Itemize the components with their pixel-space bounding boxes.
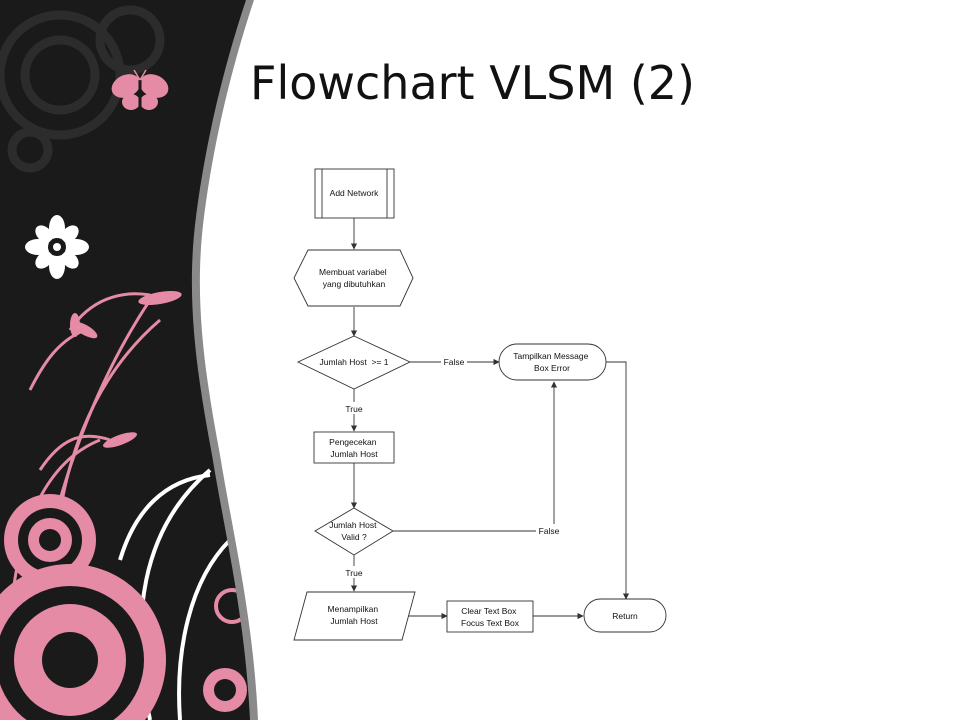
edge-label-false-1: False	[444, 357, 465, 367]
svg-text:Membuat variabel yang: Membuat variabel yang dibutuhkan	[319, 267, 389, 289]
node-jumlah-host-check: Jumlah Host >= 1	[296, 335, 412, 390]
node-add-network: Add Network	[314, 168, 395, 219]
connector-error-to-return	[606, 361, 630, 600]
svg-text:Menampilkan Jumlah Hos: Menampilkan Jumlah Host	[328, 604, 381, 626]
svg-text:Tampilkan Message Box: Tampilkan Message Box Error	[513, 351, 591, 373]
node-pengecekan-line-2: Jumlah Host	[330, 449, 378, 459]
node-menampilkan: Menampilkan Jumlah Host	[293, 591, 416, 641]
svg-text:Jumlah Host Valid ?: Jumlah Host Valid ?	[329, 520, 379, 542]
edge-label-false-2: False	[539, 526, 560, 536]
node-tampilkan-error-line-1: Tampilkan Message	[513, 351, 588, 361]
node-clear-text-line-2: Focus Text Box	[461, 618, 520, 628]
node-pengecekan-line-1: Pengecekan	[329, 437, 377, 447]
node-return: Return	[583, 598, 667, 633]
edge-labels: False True False True	[341, 355, 562, 578]
node-return-label: Return	[612, 611, 638, 621]
edge-label-true-2: True	[345, 568, 362, 578]
connector-valid-false-to-error	[393, 381, 558, 532]
node-jumlah-host-valid-line-2: Valid ?	[341, 532, 367, 542]
flower-icon	[25, 215, 89, 279]
node-tampilkan-error: Tampilkan Message Box Error	[498, 343, 607, 381]
butterfly-icon	[111, 69, 169, 110]
faint-circles	[0, 5, 165, 173]
node-membuat-variabel: Membuat variabel yang dibutuhkan	[293, 249, 414, 307]
node-jumlah-host-valid-line-1: Jumlah Host	[329, 520, 377, 530]
node-membuat-variabel-line-1: Membuat variabel	[319, 267, 387, 277]
node-jumlah-host-check-label: Jumlah Host >= 1	[320, 357, 389, 367]
node-membuat-variabel-line-2: yang dibutuhkan	[323, 279, 386, 289]
node-clear-text-line-1: Clear Text Box	[461, 606, 517, 616]
slide-title: Flowchart VLSM (2)	[250, 56, 695, 110]
node-menampilkan-line-2: Jumlah Host	[330, 616, 378, 626]
node-clear-text: Clear Text Box Focus Text Box	[446, 600, 534, 633]
node-menampilkan-line-1: Menampilkan	[328, 604, 379, 614]
node-add-network-label: Add Network	[330, 188, 379, 198]
node-pengecekan: Pengecekan Jumlah Host	[313, 431, 395, 464]
concentric-circles	[0, 494, 250, 720]
node-tampilkan-error-line-2: Box Error	[534, 363, 570, 373]
svg-text:Pengecekan Jumlah Host: Pengecekan Jumlah Host	[329, 437, 379, 459]
node-jumlah-host-valid: Jumlah Host Valid ?	[314, 507, 394, 556]
edge-label-true-1: True	[345, 404, 362, 414]
svg-text:Clear Text Box Focus T: Clear Text Box Focus Text Box	[461, 606, 520, 628]
